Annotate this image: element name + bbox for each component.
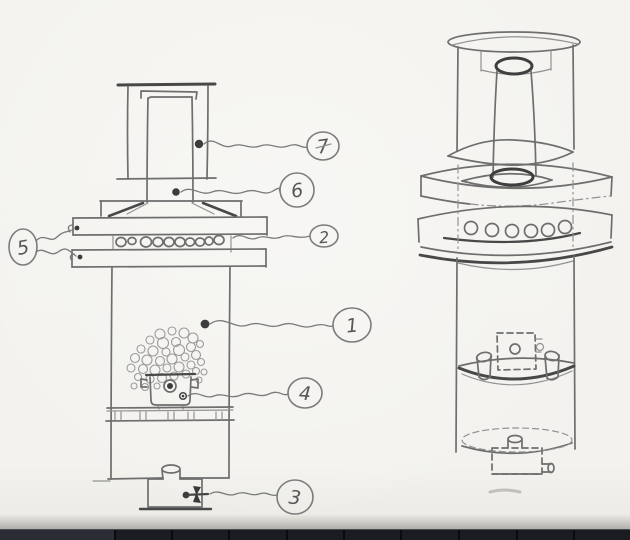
callout-label-1: 1 bbox=[345, 314, 359, 337]
holes-row bbox=[112, 234, 232, 253]
leader-line-5b bbox=[35, 248, 77, 257]
upper-plate bbox=[72, 216, 268, 236]
hidden-drain-dashed bbox=[488, 434, 555, 494]
paper-bottom-shadow bbox=[0, 514, 630, 530]
callout-label-7: 7 bbox=[316, 135, 331, 158]
callout-balloons: 1 2 3 4 5 6 7 bbox=[8, 131, 372, 515]
desk-edge-seam bbox=[343, 530, 345, 540]
leader-line-4 bbox=[187, 391, 289, 398]
callout-6-circle bbox=[279, 172, 315, 208]
funnel-mount bbox=[99, 200, 243, 218]
callout-2-circle bbox=[309, 224, 339, 248]
desk-edge-seam bbox=[458, 530, 460, 540]
hidden-pot-dashed bbox=[496, 332, 545, 371]
leader-dot-5a bbox=[74, 225, 80, 231]
body-cylinder bbox=[455, 255, 576, 455]
leader-line-2 bbox=[232, 234, 311, 240]
leader-dot-6 bbox=[172, 188, 180, 196]
lower-plate bbox=[71, 248, 267, 268]
internal-shelf bbox=[457, 350, 576, 386]
shroud bbox=[447, 31, 581, 152]
callout-label-2: 2 bbox=[318, 228, 330, 248]
support-plate bbox=[447, 138, 574, 166]
desk-edge-seam bbox=[400, 530, 402, 540]
desk-edge-seam bbox=[228, 530, 230, 540]
leader-line-1 bbox=[209, 319, 334, 328]
pot bbox=[140, 372, 199, 410]
desk-edge-segment bbox=[0, 530, 114, 540]
callout-7-crossbar bbox=[315, 143, 332, 149]
leader-line-7 bbox=[203, 140, 308, 149]
callout-7-circle bbox=[306, 131, 340, 161]
callout-label-5: 5 bbox=[15, 236, 31, 260]
upper-flange-disc bbox=[420, 163, 613, 207]
callout-4-circle bbox=[287, 377, 323, 409]
leader-line-3 bbox=[209, 491, 278, 497]
callout-label-6: 6 bbox=[290, 179, 305, 202]
callout-label-3: 3 bbox=[288, 486, 302, 509]
lower-flange-disc bbox=[417, 162, 614, 265]
desk-edge-seam bbox=[516, 530, 518, 540]
drain-fixture bbox=[138, 464, 213, 511]
leader-dot-7 bbox=[194, 139, 204, 149]
leader-dot-5b bbox=[77, 254, 83, 260]
top-box bbox=[116, 82, 217, 203]
leader-line-5a bbox=[35, 228, 75, 242]
leader-line-6 bbox=[180, 187, 281, 195]
callout-label-4: 4 bbox=[298, 383, 312, 406]
leader-dot-1 bbox=[200, 319, 210, 329]
leader-hook-5a bbox=[67, 224, 73, 233]
desk-edge-bar bbox=[0, 529, 630, 540]
steam-bubbles bbox=[126, 326, 208, 392]
desk-edge-seam bbox=[114, 530, 116, 540]
front-view-drawing bbox=[71, 82, 268, 511]
desk-edge-seam bbox=[171, 530, 173, 540]
callout-1-circle bbox=[332, 307, 372, 343]
grate-shelf bbox=[105, 406, 235, 422]
callout-3-circle bbox=[276, 479, 314, 515]
leader-lines bbox=[35, 140, 334, 497]
chimney-tube bbox=[492, 56, 537, 178]
callout-5-circle bbox=[8, 228, 38, 266]
desk-edge-seam bbox=[286, 530, 288, 540]
leader-hook-5b bbox=[69, 253, 75, 262]
desk-edge-seam bbox=[573, 530, 575, 540]
perspective-view-drawing bbox=[417, 31, 614, 494]
